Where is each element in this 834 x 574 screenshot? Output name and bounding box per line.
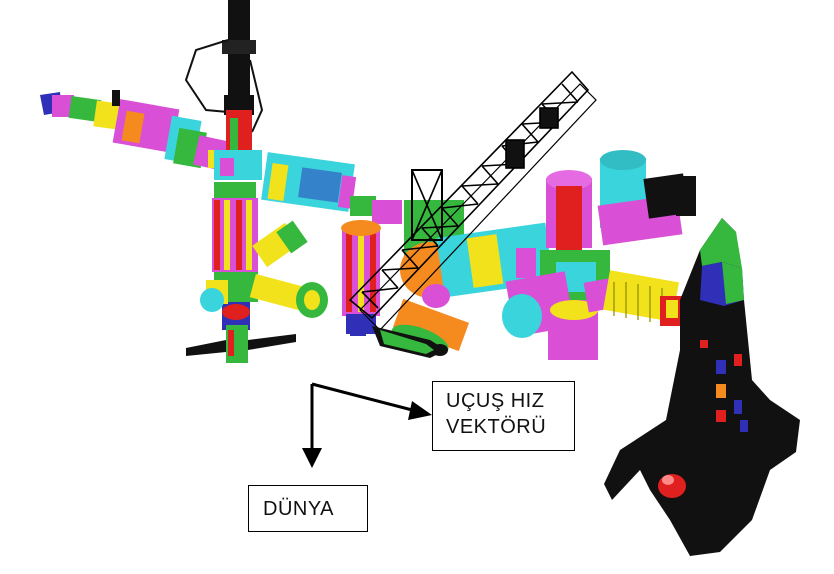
velocity-vector-label: UÇUŞ HIZ VEKTÖRÜ	[432, 381, 575, 451]
earth-vector-arrow	[302, 384, 322, 468]
velocity-label-line1: UÇUŞ HIZ	[446, 390, 545, 412]
right-cross-hub	[502, 150, 689, 360]
earth-label-text: DÜNYA	[263, 498, 335, 520]
docking-adapter	[603, 176, 696, 326]
velocity-vector-arrow	[311, 382, 432, 420]
tower-side-arms	[200, 220, 328, 318]
space-shuttle	[604, 218, 800, 556]
truss-structure	[348, 70, 597, 331]
velocity-label-line2: VEKTÖRÜ	[446, 416, 547, 438]
right-lab-module	[261, 152, 402, 224]
truss-end-modules	[350, 318, 446, 358]
mid-tower	[341, 220, 381, 334]
earth-direction-label: DÜNYA	[248, 485, 368, 532]
